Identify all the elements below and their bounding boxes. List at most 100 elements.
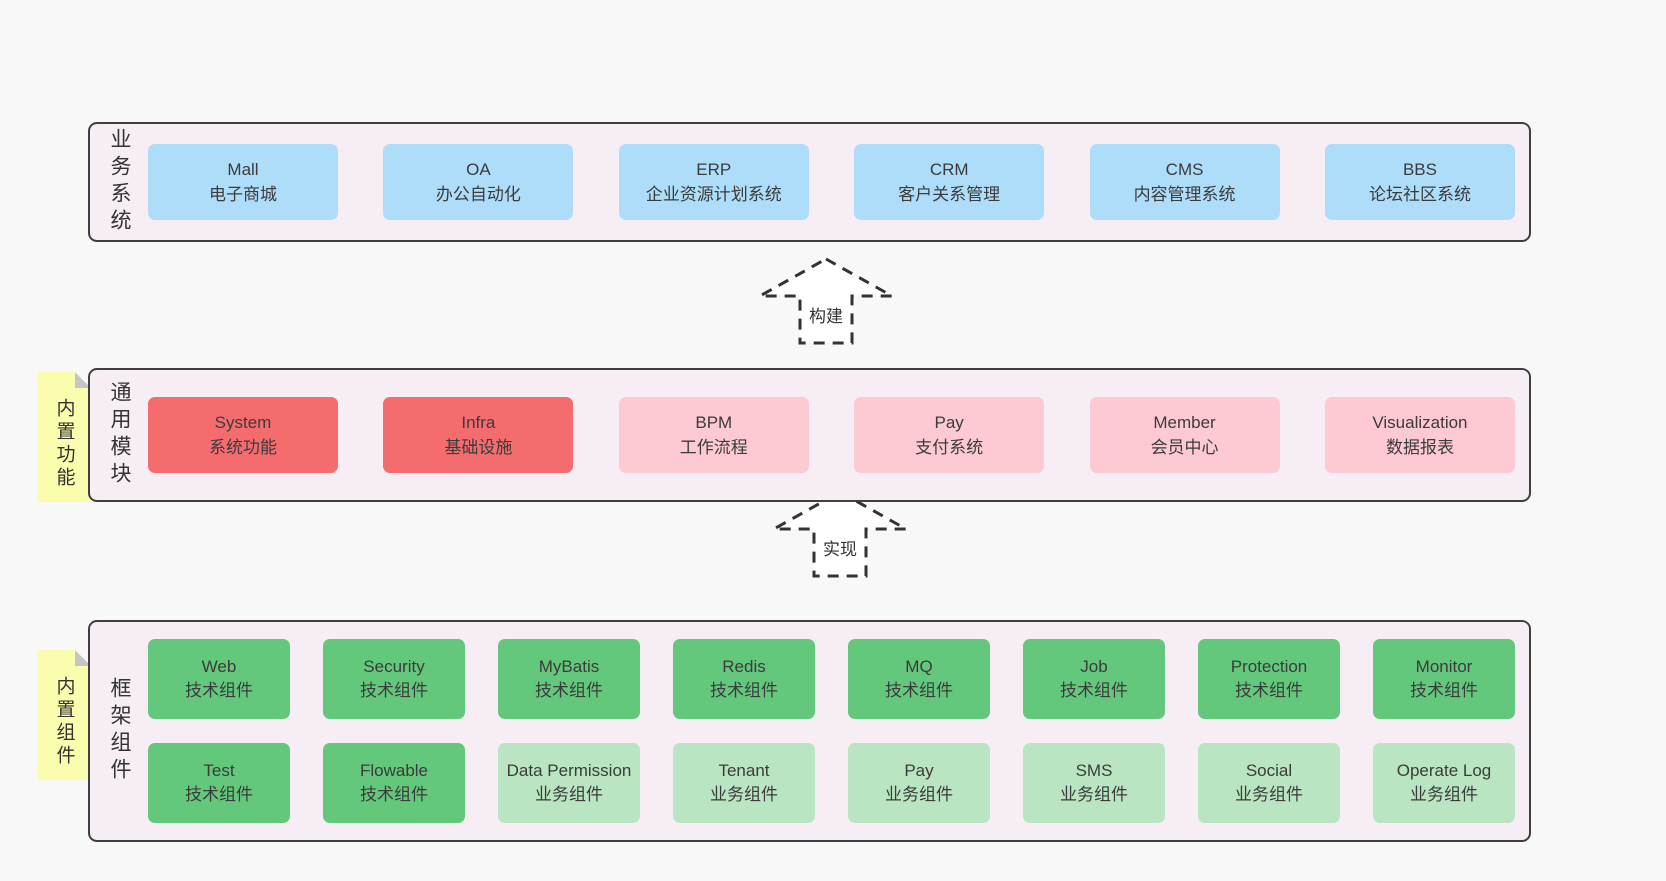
box-subtitle: 业务组件: [535, 785, 603, 804]
box-subtitle: 业务组件: [885, 785, 953, 804]
box-cms: CMS 内容管理系统: [1089, 144, 1280, 220]
box-bbs: BBS 论坛社区系统: [1324, 144, 1515, 220]
box-subtitle: 技术组件: [360, 681, 428, 700]
box-title: Security: [363, 657, 425, 676]
box-job: Job 技术组件: [1023, 639, 1165, 719]
box-subtitle: 技术组件: [1410, 681, 1478, 700]
box-subtitle: 客户关系管理: [898, 185, 1001, 204]
box-title: Job: [1080, 657, 1108, 676]
box-security: Security 技术组件: [323, 639, 465, 719]
box-subtitle: 技术组件: [1235, 681, 1303, 700]
box-data-permission: Data Permission 业务组件: [498, 743, 640, 823]
box-title: ERP: [696, 160, 732, 179]
box-subtitle: 会员中心: [1150, 438, 1219, 457]
note-fold-icon: [75, 372, 91, 388]
box-title: CRM: [929, 160, 969, 179]
box-title: Infra: [461, 413, 496, 432]
box-subtitle: 业务组件: [1410, 785, 1478, 804]
box-bpm: BPM 工作流程: [618, 397, 809, 473]
box-title: Test: [203, 761, 235, 780]
box-title: MyBatis: [538, 657, 600, 676]
up-arrow-icon: [772, 490, 908, 578]
box-subtitle: 技术组件: [185, 681, 253, 700]
box-social: Social 业务组件: [1198, 743, 1340, 823]
box-subtitle: 业务组件: [710, 785, 778, 804]
box-subtitle: 技术组件: [360, 785, 428, 804]
box-subtitle: 技术组件: [535, 681, 603, 700]
band-business-systems-label: 业务系统: [108, 128, 131, 236]
box-title: Monitor: [1415, 657, 1473, 676]
box-protection: Protection 技术组件: [1198, 639, 1340, 719]
box-title: BBS: [1402, 160, 1437, 179]
box-member: Member 会员中心: [1089, 397, 1280, 473]
box-subtitle: 业务组件: [1060, 785, 1128, 804]
box-erp: ERP 企业资源计划系统: [618, 144, 809, 220]
note-built-in-components: 内置组件: [37, 650, 91, 780]
box-infra: Infra 基础设施: [383, 397, 574, 473]
box-title: Protection: [1230, 657, 1308, 676]
box-operate-log: Operate Log 业务组件: [1373, 743, 1515, 823]
box-subtitle: 论坛社区系统: [1368, 185, 1471, 204]
arrow-build: 构建: [758, 256, 894, 346]
note-built-in-features-label: 内置功能: [53, 398, 75, 490]
box-pay: Pay 支付系统: [854, 397, 1045, 473]
box-title: Redis: [722, 657, 766, 676]
box-sms: SMS 业务组件: [1023, 743, 1165, 823]
box-title: Mall: [227, 160, 259, 179]
arrow-build-label: 构建: [809, 307, 843, 326]
note-fold-icon: [75, 650, 91, 666]
box-subtitle: 业务组件: [1235, 785, 1303, 804]
box-mall: Mall 电子商城: [148, 144, 338, 220]
box-title: CMS: [1165, 160, 1204, 179]
up-arrow-icon: [758, 257, 894, 345]
box-subtitle: 支付系统: [915, 438, 984, 457]
box-title: Visualization: [1372, 413, 1468, 432]
arrow-implement-label: 实现: [823, 540, 857, 559]
box-title: BPM: [695, 413, 733, 432]
box-title: Data Permission: [506, 761, 632, 780]
box-redis: Redis 技术组件: [673, 639, 815, 719]
band-framework-components-label: 框架组件: [108, 677, 131, 785]
box-subtitle: 数据报表: [1385, 438, 1454, 457]
box-title: Web: [201, 657, 237, 676]
box-title: Social: [1245, 761, 1293, 780]
box-subtitle: 技术组件: [1060, 681, 1128, 700]
band-common-modules-label: 通用模块: [108, 381, 131, 489]
box-title: Member: [1153, 413, 1216, 432]
note-built-in-components-label: 内置组件: [53, 676, 75, 768]
box-subtitle: 工作流程: [679, 438, 748, 457]
box-subtitle: 办公自动化: [435, 185, 521, 204]
box-title: Flowable: [359, 761, 429, 780]
box-subtitle: 内容管理系统: [1133, 185, 1236, 204]
box-mybatis: MyBatis 技术组件: [498, 639, 640, 719]
box-title: Pay: [904, 761, 934, 780]
box-visualization: Visualization 数据报表: [1324, 397, 1515, 473]
box-subtitle: 电子商城: [209, 185, 277, 204]
box-subtitle: 技术组件: [710, 681, 778, 700]
box-flowable: Flowable 技术组件: [323, 743, 465, 823]
box-pay: Pay 业务组件: [848, 743, 990, 823]
box-title: System: [214, 413, 272, 432]
box-title: Pay: [934, 413, 964, 432]
box-title: SMS: [1075, 761, 1113, 780]
box-monitor: Monitor 技术组件: [1373, 639, 1515, 719]
note-built-in-features: 内置功能: [37, 372, 91, 502]
box-title: Operate Log: [1396, 761, 1492, 780]
box-subtitle: 技术组件: [185, 785, 253, 804]
box-subtitle: 基础设施: [444, 438, 513, 457]
box-subtitle: 企业资源计划系统: [645, 185, 782, 204]
